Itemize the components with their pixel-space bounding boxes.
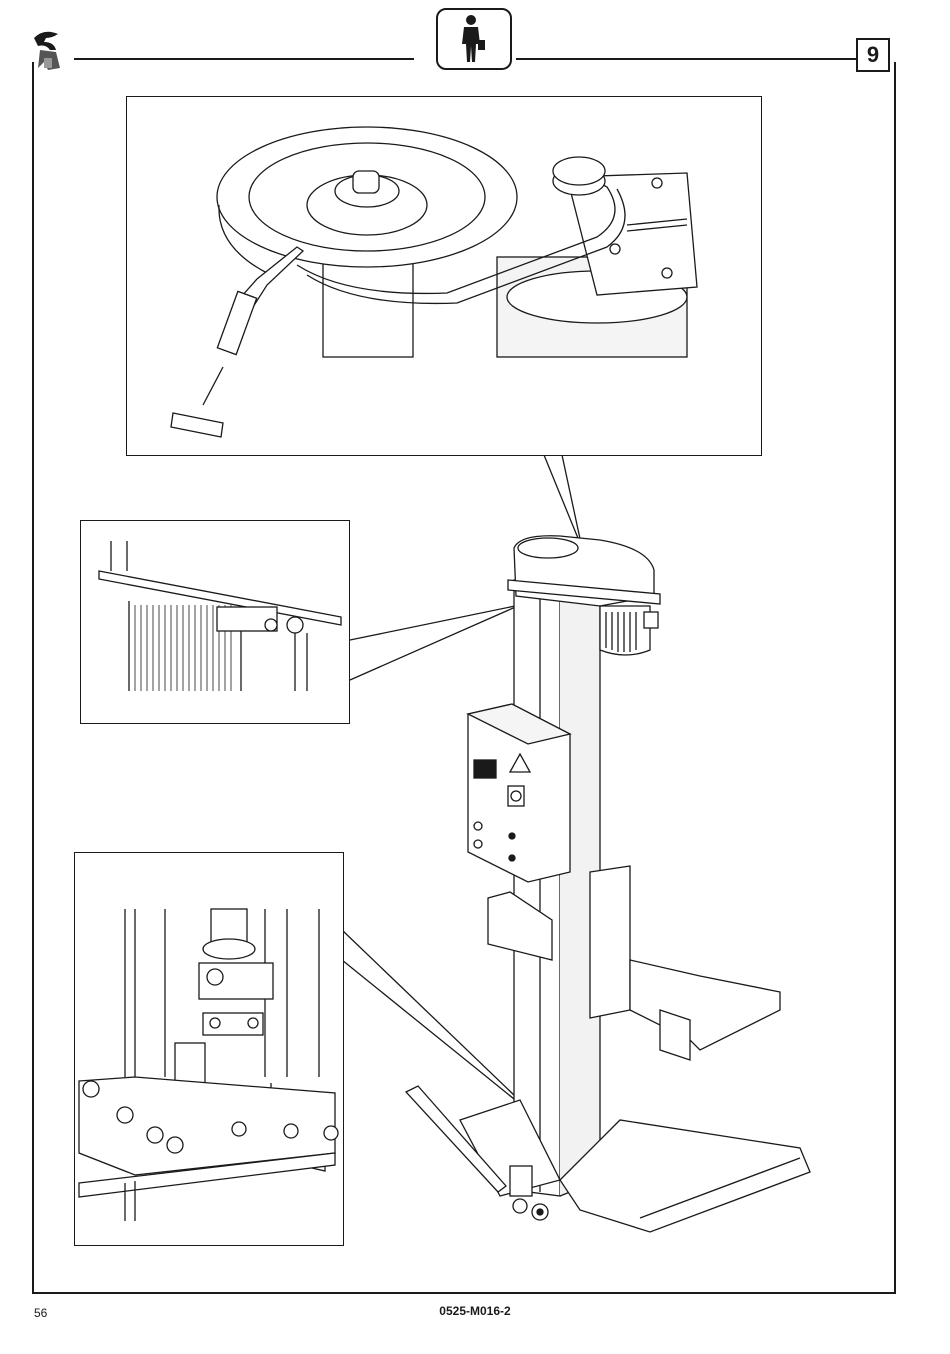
detail-left-motor-plate	[80, 520, 350, 724]
motor	[600, 606, 650, 655]
leader-top	[544, 455, 582, 548]
fork-arm	[630, 960, 780, 1050]
wheel-front	[513, 1199, 527, 1213]
leader-left	[350, 605, 520, 680]
detail-bottom-base	[74, 852, 344, 1246]
detail-top-pulley	[126, 96, 762, 456]
document-code: 0525-M016-2	[0, 1304, 950, 1318]
leader-bottom	[342, 930, 540, 1120]
carriage	[590, 866, 630, 1018]
